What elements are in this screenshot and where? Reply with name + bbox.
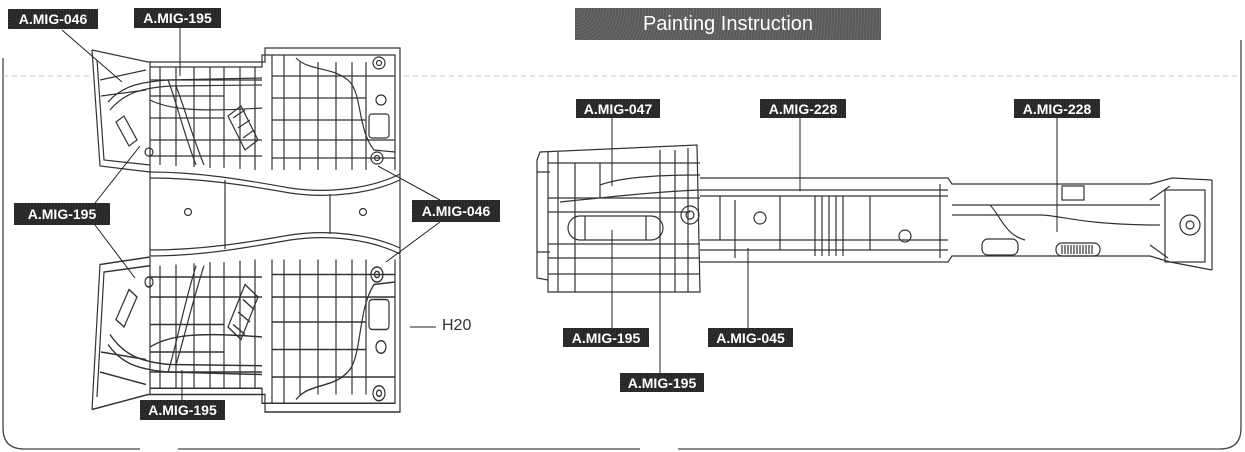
- floor-pan-lower-half: [91, 253, 401, 413]
- callout-left-mid-mig-195: A.MIG-195: [14, 203, 110, 225]
- callout-right-top-mig-047: A.MIG-047: [576, 99, 660, 118]
- leader-line-left-mid-046-upper: [377, 165, 441, 201]
- leader-lines: [61, 28, 1058, 400]
- callout-left-bottom-mig-195: A.MIG-195: [140, 400, 225, 420]
- leader-line-left-top-046: [61, 29, 123, 83]
- callout-right-bottom-mig-045: A.MIG-045: [708, 328, 793, 347]
- callout-right-top-mig-228-a: A.MIG-228: [760, 99, 846, 118]
- callout-left-mid-mig-046: A.MIG-046: [412, 200, 500, 222]
- leader-line-left-mid-195-lower: [94, 224, 136, 279]
- callout-right-top-mig-228-b: A.MIG-228: [1014, 99, 1100, 118]
- leader-line-left-mid-046-lower: [385, 221, 441, 263]
- callout-left-top-mig-195: A.MIG-195: [134, 8, 221, 28]
- callout-right-bottom-mig-195-b: A.MIG-195: [620, 373, 704, 392]
- floor-pan-center-tunnel: [149, 171, 401, 257]
- page-title-banner: Painting Instruction: [575, 8, 881, 40]
- page-title: Painting Instruction: [642, 12, 814, 35]
- part-reference-h20: H20: [442, 317, 472, 334]
- leader-line-left-mid-195-upper: [94, 145, 141, 204]
- page-frame: [2, 40, 1242, 450]
- chassis-drawing: [536, 144, 1213, 293]
- callout-left-top-mig-046: A.MIG-046: [8, 9, 98, 29]
- floor-pan-drawing: [91, 47, 401, 413]
- callout-right-bottom-mig-195-a: A.MIG-195: [563, 328, 649, 347]
- floor-pan-upper-half: [91, 47, 401, 175]
